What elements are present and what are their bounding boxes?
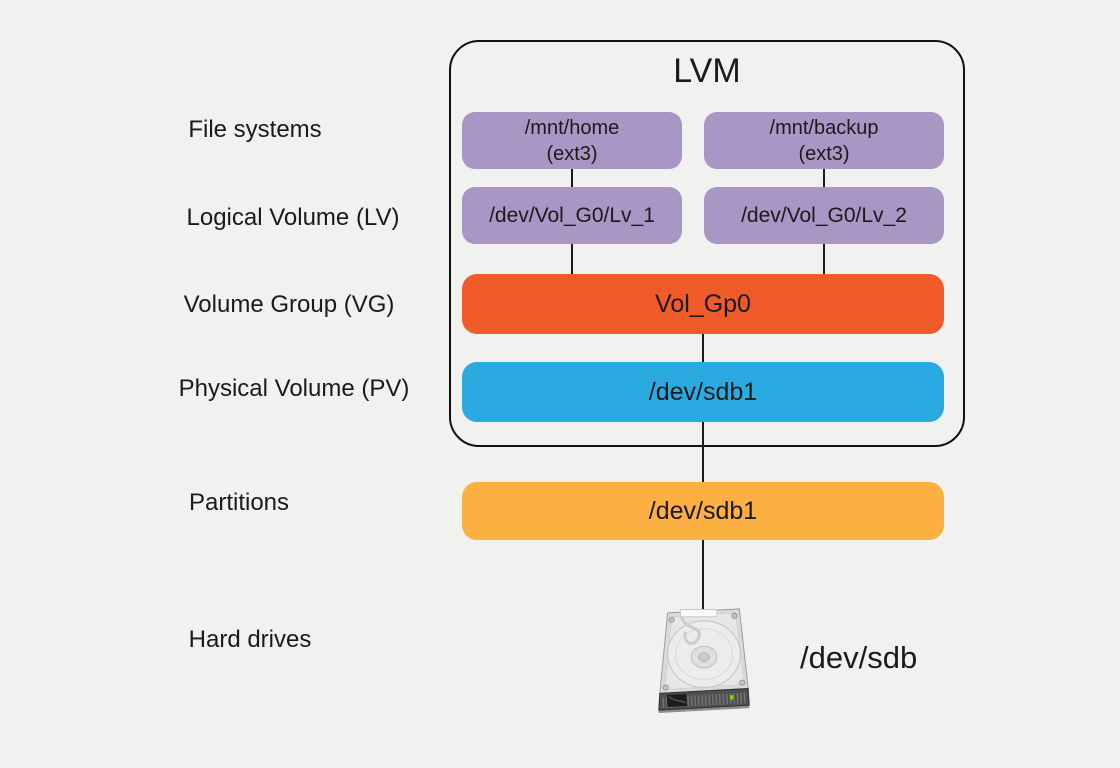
mount-point: /mnt/backup [769, 116, 879, 139]
connector-pv-to-partition [702, 421, 704, 483]
row-label-volume-group: Volume Group (VG) [183, 291, 395, 318]
hard-disk-icon [654, 606, 754, 716]
row-label-physical-volume: Physical Volume (PV) [178, 375, 410, 402]
connector-backup-to-lv2 [823, 168, 825, 188]
connector-lv2-to-vg [823, 243, 825, 275]
row-label-hard-drives: Hard drives [188, 626, 312, 653]
row-label-file-systems: File systems [188, 116, 322, 143]
connector-vg-to-pv [702, 333, 704, 363]
connector-lv1-to-vg [571, 243, 573, 275]
mount-point: /mnt/home [524, 116, 620, 139]
partition-box: /dev/sdb1 [462, 482, 944, 540]
lvm-container-outline [449, 40, 965, 447]
connector-partition-to-drive [702, 539, 704, 611]
row-label-logical-volume: Logical Volume (LV) [186, 204, 400, 231]
fs-type: (ext3) [798, 142, 850, 165]
physical-volume-box: /dev/sdb1 [462, 362, 944, 422]
fs-type: (ext3) [546, 142, 598, 165]
logical-volume-box-lv2: /dev/Vol_G0/Lv_2 [704, 187, 944, 244]
file-system-box-home: /mnt/home (ext3) [462, 112, 682, 169]
connector-home-to-lv1 [571, 168, 573, 188]
logical-volume-box-lv1: /dev/Vol_G0/Lv_1 [462, 187, 682, 244]
row-label-partitions: Partitions [188, 489, 290, 516]
file-system-box-backup: /mnt/backup (ext3) [704, 112, 944, 169]
lvm-title: LVM [673, 52, 741, 90]
volume-group-box: Vol_Gp0 [462, 274, 944, 334]
hard-drive-path-label: /dev/sdb [800, 640, 918, 675]
